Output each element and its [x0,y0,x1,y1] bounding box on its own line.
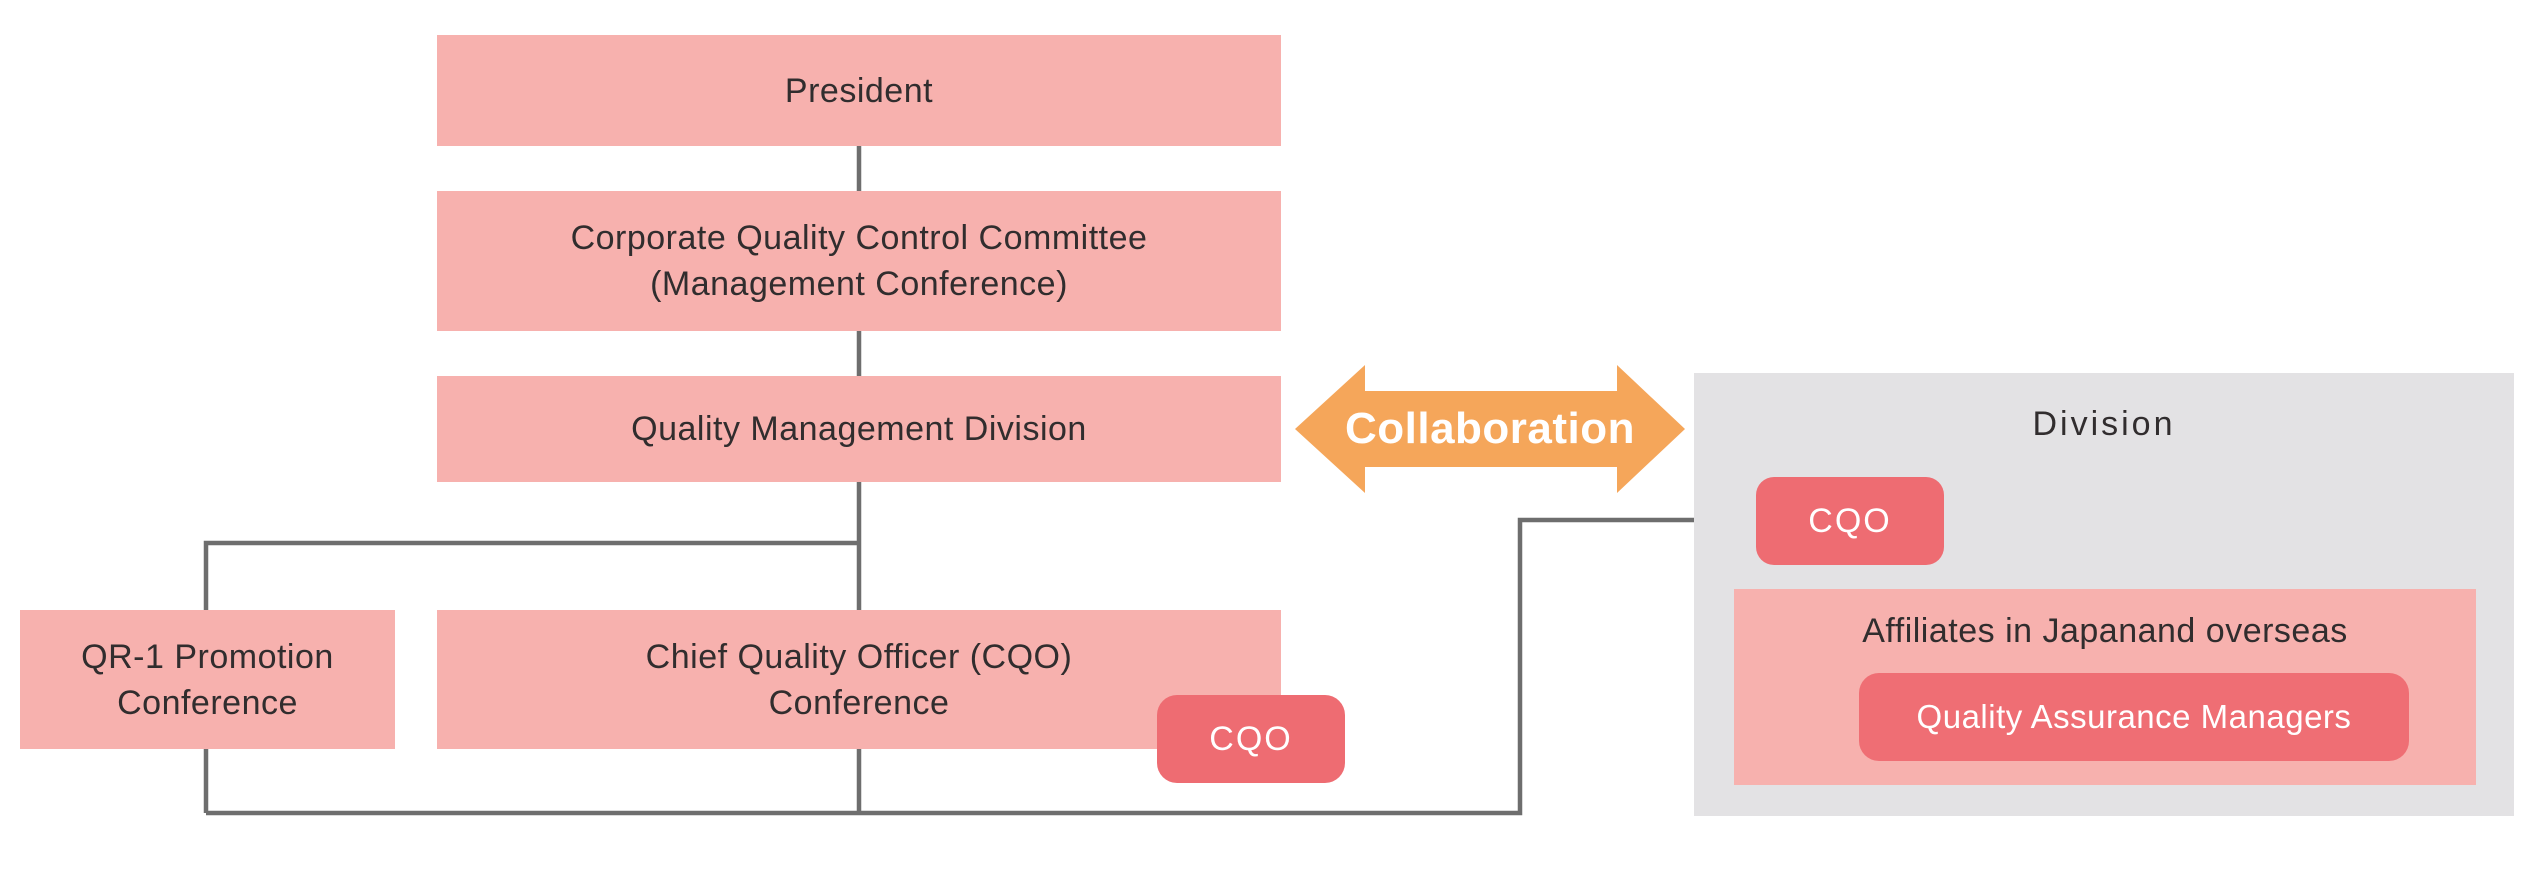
node-president: President [437,35,1281,146]
collaboration-label: Collaboration [1344,404,1636,453]
collaboration-double-arrow-icon [1295,365,1685,493]
connector-bottom-to-division-cqo [206,517,1716,816]
quality-assurance-managers-box: Quality Assurance Managers [1859,673,2409,761]
committee-label-line1: Corporate Quality Control Committee [570,219,1148,257]
cqo-badge-label: CQO [1209,719,1293,758]
qr1-label-line1: QR-1 Promotion [81,637,334,676]
node-quality-management-division: Quality Management Division [437,376,1281,482]
node-corporate-quality-control-committee: Corporate Quality Control Committee (Man… [437,191,1281,331]
division-cqo-badge: CQO [1756,477,1944,565]
connector-branch-qr1 [203,540,859,610]
node-qr1-promotion-conference: QR-1 Promotion Conference [20,610,395,749]
cqo-conference-label-line1: Chief Quality Officer (CQO) [645,637,1073,676]
connector-drops-to-bottom [203,749,862,813]
qmd-label: Quality Management Division [631,410,1087,448]
node-president-label: President [784,71,934,110]
cqo-conference-label-line2: Conference [768,683,950,722]
quality-assurance-managers-label: Quality Assurance Managers [1916,698,2352,735]
qr1-label-line2: Conference [117,683,298,722]
division-cqo-badge-label: CQO [1808,501,1892,540]
committee-label-line2: (Management Conference) [650,265,1068,303]
cqo-badge: CQO [1157,695,1345,783]
affiliates-label: Affiliates in Japanand overseas [1862,612,2348,650]
division-title: Division [2032,405,2176,443]
node-cqo-conference: Chief Quality Officer (CQO) Conference [437,610,1281,749]
